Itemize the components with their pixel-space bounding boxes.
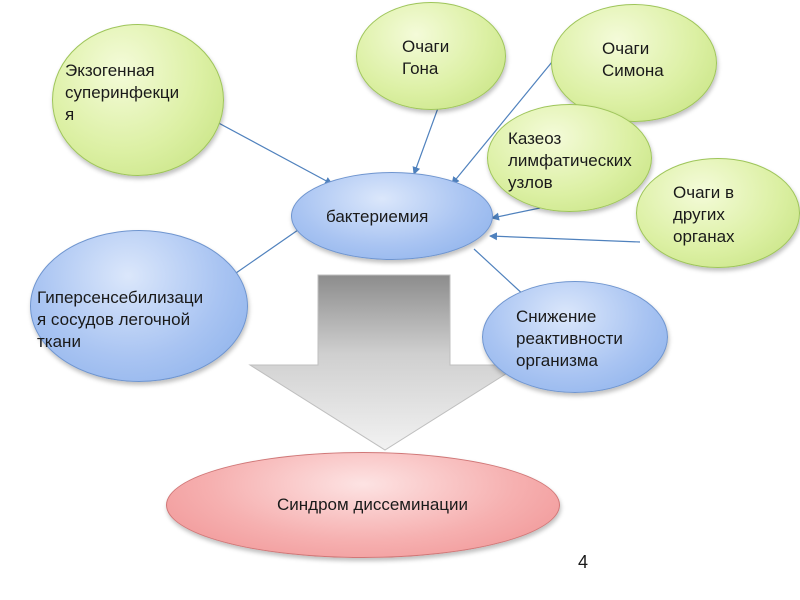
down-arrow-icon — [248, 274, 522, 451]
dissemination-label: Синдром диссеминации — [277, 495, 469, 514]
connector-bacteremia-reactivity — [473, 248, 527, 298]
connector-organs-bacteremia — [489, 232, 641, 243]
exogenous-label: Экзогенная суперинфекци я — [65, 61, 180, 124]
simon-foci-label: Очаги Симона — [602, 39, 664, 80]
dissemination-node — [166, 452, 560, 558]
connector-simon-bacteremia — [451, 61, 553, 185]
reduced-reactivity-node — [482, 281, 668, 393]
bacteremia-label: бактериемия — [326, 207, 429, 226]
simon-foci-node — [551, 4, 717, 122]
slide-number: 4 — [578, 552, 589, 572]
connector-caseosis-bacteremia — [491, 207, 541, 221]
connector-gon-bacteremia — [412, 107, 439, 175]
caseosis-label: Казеоз лимфатических узлов — [508, 129, 632, 192]
reduced-reactivity-label: Снижение реактивности организма — [516, 307, 623, 370]
bacteremia-node — [291, 172, 493, 260]
gon-foci-node — [356, 2, 506, 110]
hypersensitization-node — [30, 230, 248, 382]
exogenous-node — [52, 24, 224, 176]
caseosis-node — [487, 104, 652, 212]
hypersensitization-label: Гиперсенсебилизаци я сосудов легочной тк… — [37, 288, 204, 351]
gon-foci-label: Очаги Гона — [402, 37, 450, 78]
other-organs-node — [636, 158, 800, 268]
connector-bacteremia-hypersensitization — [235, 229, 299, 274]
other-organs-label: Очаги в других органах — [673, 183, 735, 246]
connector-exogenous-bacteremia — [212, 119, 333, 185]
